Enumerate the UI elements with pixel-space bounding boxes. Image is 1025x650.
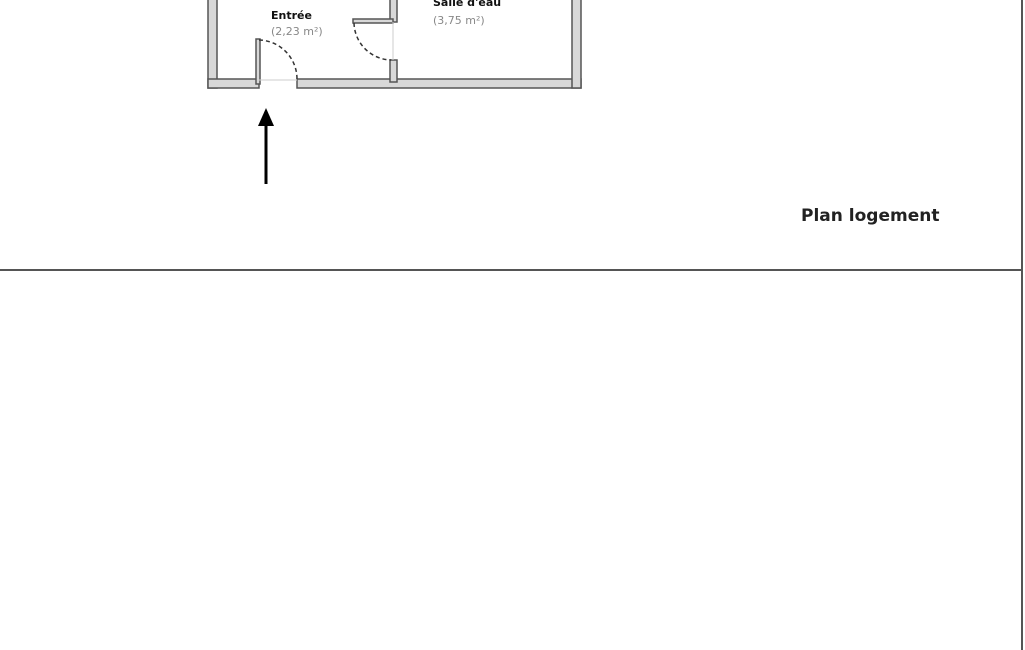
entrance-door-swing — [258, 39, 298, 80]
room-name-entree: Entrée — [271, 9, 312, 22]
room-name-salle-deau: Salle d'eau — [433, 0, 501, 9]
frame-right-border — [1021, 0, 1023, 650]
room-area-salle-deau: (3,75 m²) — [433, 14, 485, 27]
bathroom-door-swing — [353, 22, 392, 61]
room-area-entree: (2,23 m²) — [271, 25, 323, 38]
arrow-up-icon — [258, 108, 274, 184]
frame-divider — [0, 269, 1023, 271]
floor-plan: Entrée (2,23 m²) Salle d'eau (3,75 m²) — [207, 0, 582, 184]
walls — [207, 0, 582, 89]
plan-title: Plan logement — [801, 206, 940, 226]
